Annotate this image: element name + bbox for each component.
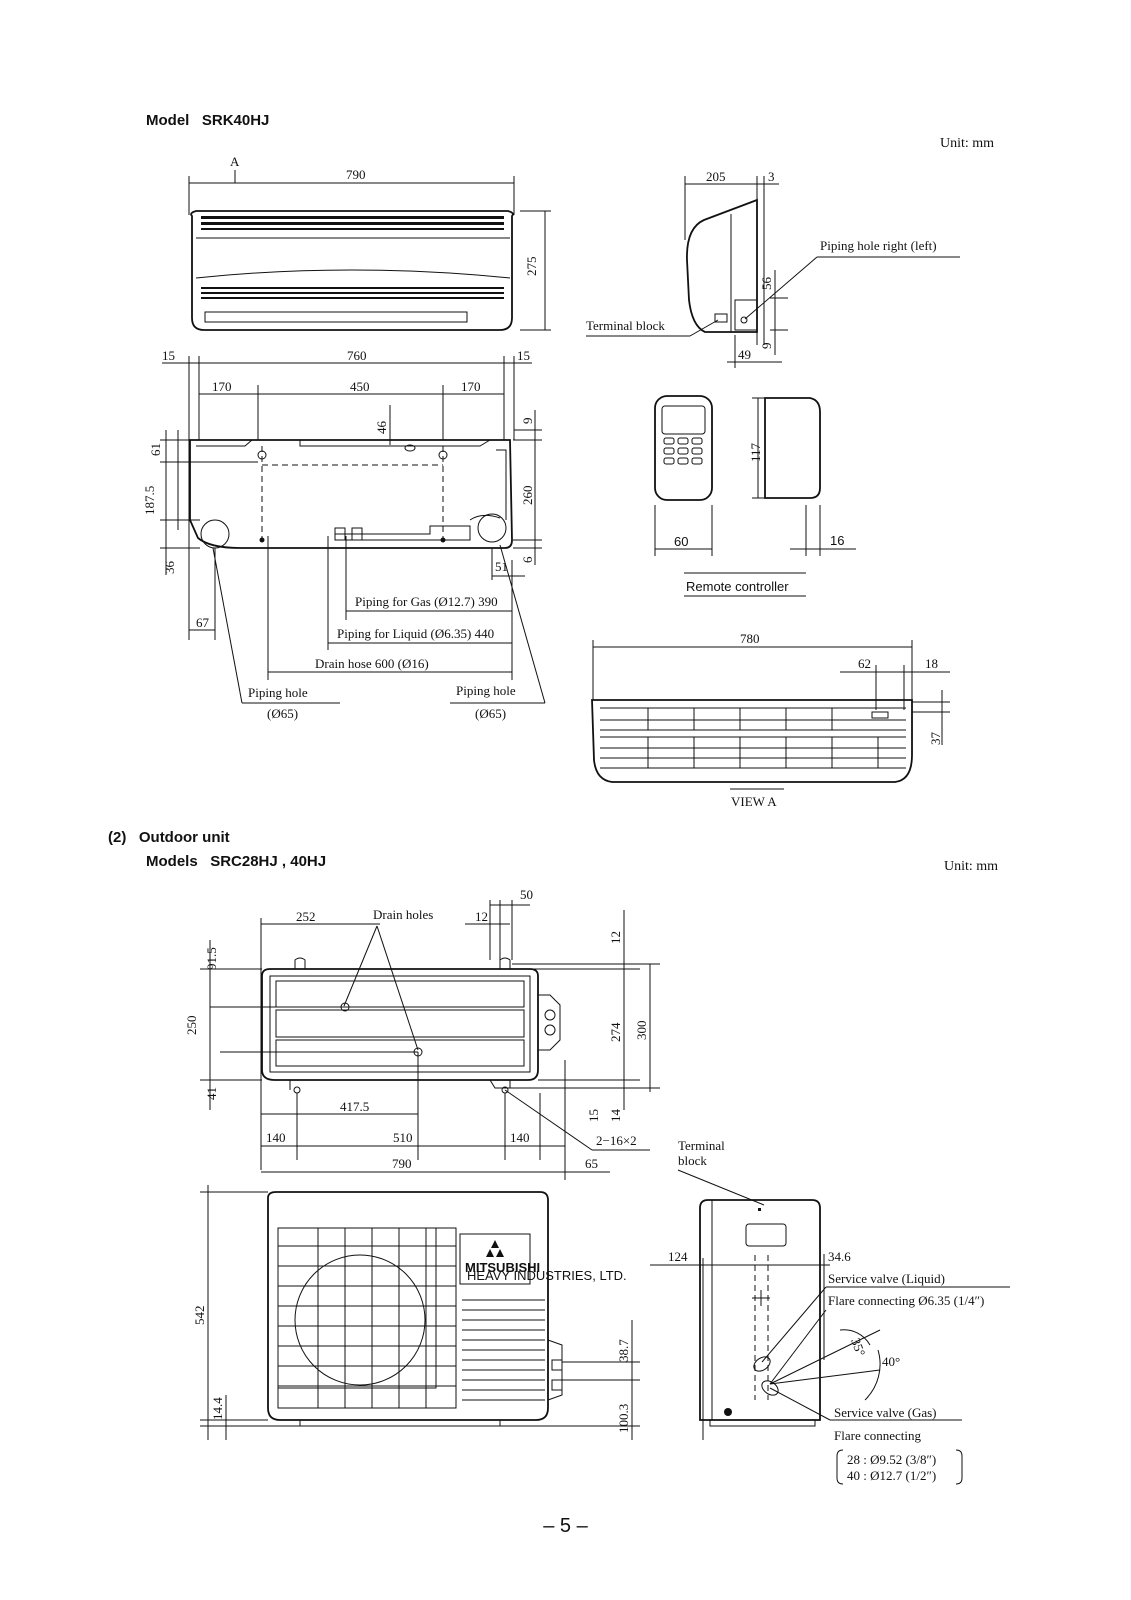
dim-790: 790	[346, 167, 366, 182]
indoor-model-heading: Model SRK40HJ	[146, 112, 269, 129]
service-valve-liquid-label: Service valve (Liquid)	[828, 1271, 945, 1286]
dim-18: 18	[925, 656, 938, 671]
terminal-block-label: Terminal block	[586, 318, 665, 333]
dim-790-outdoor: 790	[392, 1156, 412, 1171]
dim-14: 14	[608, 1109, 623, 1123]
bolt-hole-spec: 2−16×2	[596, 1133, 637, 1148]
outdoor-section-heading: (2) Outdoor unit	[108, 829, 230, 846]
dim-187-5: 187.5	[142, 486, 157, 515]
dim-37: 37	[928, 732, 943, 746]
dim-50: 50	[520, 887, 533, 902]
flare-size-28: 28 : Ø9.52 (3/8″)	[847, 1452, 936, 1467]
section-title: Outdoor unit	[138, 829, 230, 846]
remote-controller-drawing: 117 60 16 Remote controller	[654, 395, 856, 597]
dim-15-left: 15	[162, 348, 175, 363]
dim-14-4: 14.4	[210, 1397, 225, 1420]
dim-6: 6	[520, 556, 535, 563]
dim-12b: 12	[608, 931, 623, 944]
dim-38-7: 38.7	[616, 1339, 631, 1362]
dim-91-5: 91.5	[204, 947, 219, 970]
dim-12a: 12	[475, 909, 488, 924]
dim-65: 65	[585, 1156, 598, 1171]
outdoor-side-view: Terminal block 124 34.6 Service valve (L…	[650, 1138, 1010, 1485]
dim-124: 124	[668, 1249, 688, 1264]
flare-size-40: 40 : Ø12.7 (1/2″)	[847, 1468, 936, 1483]
dim-274: 274	[608, 1022, 623, 1042]
indoor-side-view: 205 3 56 9 49 Piping hole right (left) T…	[586, 169, 960, 368]
dim-260: 260	[520, 486, 535, 506]
dim-100-3: 100.3	[616, 1404, 631, 1433]
dim-275: 275	[524, 257, 539, 277]
dim-170-left: 170	[212, 379, 232, 394]
dim-49: 49	[738, 347, 751, 362]
brand-logo: MITSUBISHI	[465, 1260, 540, 1275]
dim-60: 60	[674, 534, 688, 549]
piping-hole-right-back-label: Piping hole	[456, 683, 516, 698]
piping-hole-left-dia: (Ø65)	[267, 706, 298, 721]
piping-hole-right-label: Piping hole right (left)	[820, 238, 937, 253]
drain-hose-dim: Drain hose 600 (Ø16)	[315, 656, 429, 671]
flare-gas-label: Flare connecting	[834, 1428, 921, 1443]
dim-36: 36	[162, 561, 177, 575]
dim-67: 67	[196, 615, 210, 630]
dim-760: 760	[347, 348, 367, 363]
liquid-piping-dim: Piping for Liquid (Ø6.35) 440	[337, 626, 494, 641]
piping-hole-left-label: Piping hole	[248, 685, 308, 700]
indoor-unit-note: Unit: mm	[940, 136, 995, 151]
dim-16: 16	[830, 533, 844, 548]
dim-117: 117	[748, 442, 763, 462]
dim-252: 252	[296, 909, 316, 924]
dim-41: 41	[204, 1087, 219, 1100]
model-label: Model	[146, 112, 190, 129]
outdoor-top-view: 252 Drain holes 50 12	[184, 887, 660, 1180]
piping-hole-right-dia: (Ø65)	[475, 706, 506, 721]
section-number: (2)	[108, 829, 127, 846]
terminal-label-1: Terminal	[678, 1138, 725, 1153]
dim-62: 62	[858, 656, 871, 671]
view-a-marker: A	[230, 154, 240, 169]
model-code: SRK40HJ	[201, 112, 270, 129]
dim-46: 46	[374, 421, 389, 435]
dim-140b: 140	[510, 1130, 530, 1145]
service-valve-gas-label: Service valve (Gas)	[834, 1405, 937, 1420]
dim-170-right: 170	[461, 379, 481, 394]
dim-450: 450	[350, 379, 370, 394]
dim-542: 542	[192, 1306, 207, 1326]
flare-liquid-label: Flare connecting Ø6.35 (1/4″)	[828, 1293, 984, 1308]
outdoor-models-heading: Models SRC28HJ , 40HJ	[146, 853, 326, 870]
remote-controller-label: Remote controller	[686, 579, 789, 594]
view-a-label: VIEW A	[731, 794, 777, 809]
dim-15-right: 15	[517, 348, 530, 363]
gas-piping-dim: Piping for Gas (Ø12.7) 390	[355, 594, 498, 609]
dim-15: 15	[586, 1109, 601, 1122]
dim-3: 3	[768, 169, 775, 184]
outdoor-front-view: MITSUBISHI HEAVY INDUSTRIES, LTD. 542 14…	[192, 1185, 640, 1440]
dim-61: 61	[148, 443, 163, 456]
indoor-front-view: A 790 275	[188, 154, 551, 331]
dim-140a: 140	[266, 1130, 286, 1145]
page-number: – 5 –	[543, 1515, 588, 1537]
angle-40: 40°	[882, 1354, 900, 1369]
dim-510: 510	[393, 1130, 413, 1145]
outdoor-unit-note: Unit: mm	[944, 859, 999, 874]
models-code: SRC28HJ , 40HJ	[210, 853, 327, 870]
dim-300: 300	[634, 1021, 649, 1041]
terminal-label-2: block	[678, 1153, 707, 1168]
brand-sub: HEAVY INDUSTRIES, LTD.	[467, 1268, 627, 1283]
dim-9-back: 9	[520, 418, 535, 425]
dim-205: 205	[706, 169, 726, 184]
dim-9: 9	[759, 343, 774, 350]
indoor-back-view: 15 760 15 170 450 170 46	[142, 348, 546, 721]
dim-250: 250	[184, 1016, 199, 1036]
drain-holes-label: Drain holes	[373, 907, 433, 922]
angle-35: 35°	[848, 1336, 868, 1358]
models-label: Models	[146, 853, 198, 870]
view-a-drawing: 780 62 18 37 VIEW A	[591, 631, 950, 809]
dim-417-5: 417.5	[340, 1099, 369, 1114]
dim-780: 780	[740, 631, 760, 646]
dim-34-6: 34.6	[828, 1249, 851, 1264]
dim-56: 56	[759, 277, 774, 291]
